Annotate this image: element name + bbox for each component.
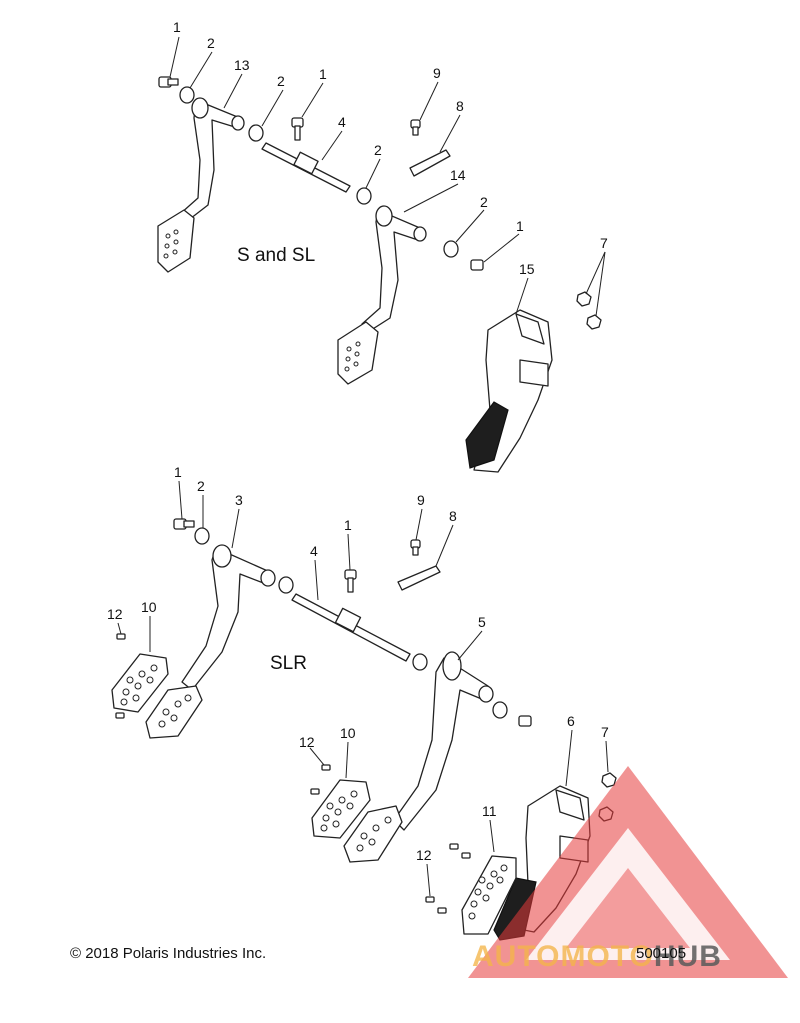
callout-number: 8 — [449, 508, 457, 524]
callout-number: 2 — [207, 35, 215, 51]
callout-number: 10 — [141, 599, 157, 615]
nut-part — [576, 291, 602, 330]
callout-number: 1 — [173, 19, 181, 35]
screw-part — [310, 764, 331, 795]
bolt-part — [344, 569, 357, 593]
washer-part — [412, 653, 428, 671]
washer-part — [248, 124, 264, 142]
section-label-lower: SLR — [270, 653, 307, 674]
watermark-logo — [468, 766, 788, 978]
callout-number: 9 — [417, 492, 425, 508]
pedal-pad — [311, 779, 371, 839]
bolt-part — [518, 715, 532, 727]
pivot-shaft — [261, 142, 351, 193]
callout-number: 9 — [433, 65, 441, 81]
washer-part — [194, 527, 210, 545]
pedal-pad — [111, 653, 169, 713]
bolt-part — [158, 76, 179, 88]
bolt-part — [291, 117, 304, 141]
callout-number: 14 — [450, 167, 466, 183]
watermark-triangle-core — [566, 868, 690, 948]
watermark-word-automoto: AUTOMOTO — [472, 940, 654, 973]
bolt-part — [173, 518, 195, 530]
callout-number: 1 — [516, 218, 524, 234]
callout-number: 5 — [478, 614, 486, 630]
callout-number: 1 — [174, 464, 182, 480]
brake-pedal-arm — [157, 97, 245, 273]
callout-number: 6 — [567, 713, 575, 729]
bolt-part — [470, 259, 484, 271]
screw-part — [425, 843, 471, 914]
washer-part — [356, 187, 372, 205]
callout-number: 8 — [456, 98, 464, 114]
brake-pedal-arm — [181, 544, 276, 691]
callout-number: 10 — [340, 725, 356, 741]
pedal-pad — [145, 685, 203, 739]
callout-number: 1 — [344, 517, 352, 533]
leader-lines — [117, 36, 609, 897]
callouts-upper: 1 2 13 2 1 4 9 8 2 14 2 1 7 15 — [173, 19, 608, 277]
mount-bracket — [397, 565, 441, 591]
washer-part — [443, 240, 459, 258]
pedal-pad — [461, 855, 517, 935]
washer-part — [278, 576, 294, 594]
mount-bracket — [409, 149, 451, 177]
section-label-upper: S and SL — [237, 245, 315, 266]
callout-number: 15 — [519, 261, 535, 277]
callout-number: 3 — [235, 492, 243, 508]
callouts-lower: 1 2 3 4 1 9 8 12 10 5 12 10 6 7 11 12 — [107, 464, 609, 863]
callout-number: 2 — [197, 478, 205, 494]
callout-number: 1 — [319, 66, 327, 82]
upper-assembly — [157, 76, 602, 473]
callout-number: 4 — [310, 543, 318, 559]
callout-number: 11 — [482, 803, 497, 819]
throttle-pedal-arm — [337, 205, 427, 385]
callout-number: 2 — [480, 194, 488, 210]
callout-number: 13 — [234, 57, 250, 73]
callout-number: 12 — [107, 606, 123, 622]
throttle-pedal-arm — [393, 651, 494, 831]
screw-part — [115, 633, 126, 719]
callout-number: 12 — [416, 847, 432, 863]
pivot-shaft — [291, 593, 411, 662]
callout-number: 7 — [601, 724, 609, 740]
callout-number: 2 — [277, 73, 285, 89]
bolt-part — [410, 119, 421, 136]
callout-number: 4 — [338, 114, 346, 130]
callout-number: 7 — [600, 235, 608, 251]
pedal-pad — [343, 805, 403, 863]
drawing-number: 500105 — [636, 945, 687, 962]
copyright-notice: © 2018 Polaris Industries Inc. — [70, 945, 267, 962]
throttle-module — [465, 309, 553, 473]
watermark-word-hub: HUB — [653, 940, 722, 973]
watermark-text: AUTOMOTOHUB — [472, 940, 722, 974]
callout-number: 12 — [299, 734, 315, 750]
washer-part — [492, 701, 508, 719]
callout-number: 2 — [374, 142, 382, 158]
watermark-triangle-inner — [526, 828, 730, 960]
washer-part — [179, 86, 195, 104]
bolt-part — [410, 539, 421, 556]
